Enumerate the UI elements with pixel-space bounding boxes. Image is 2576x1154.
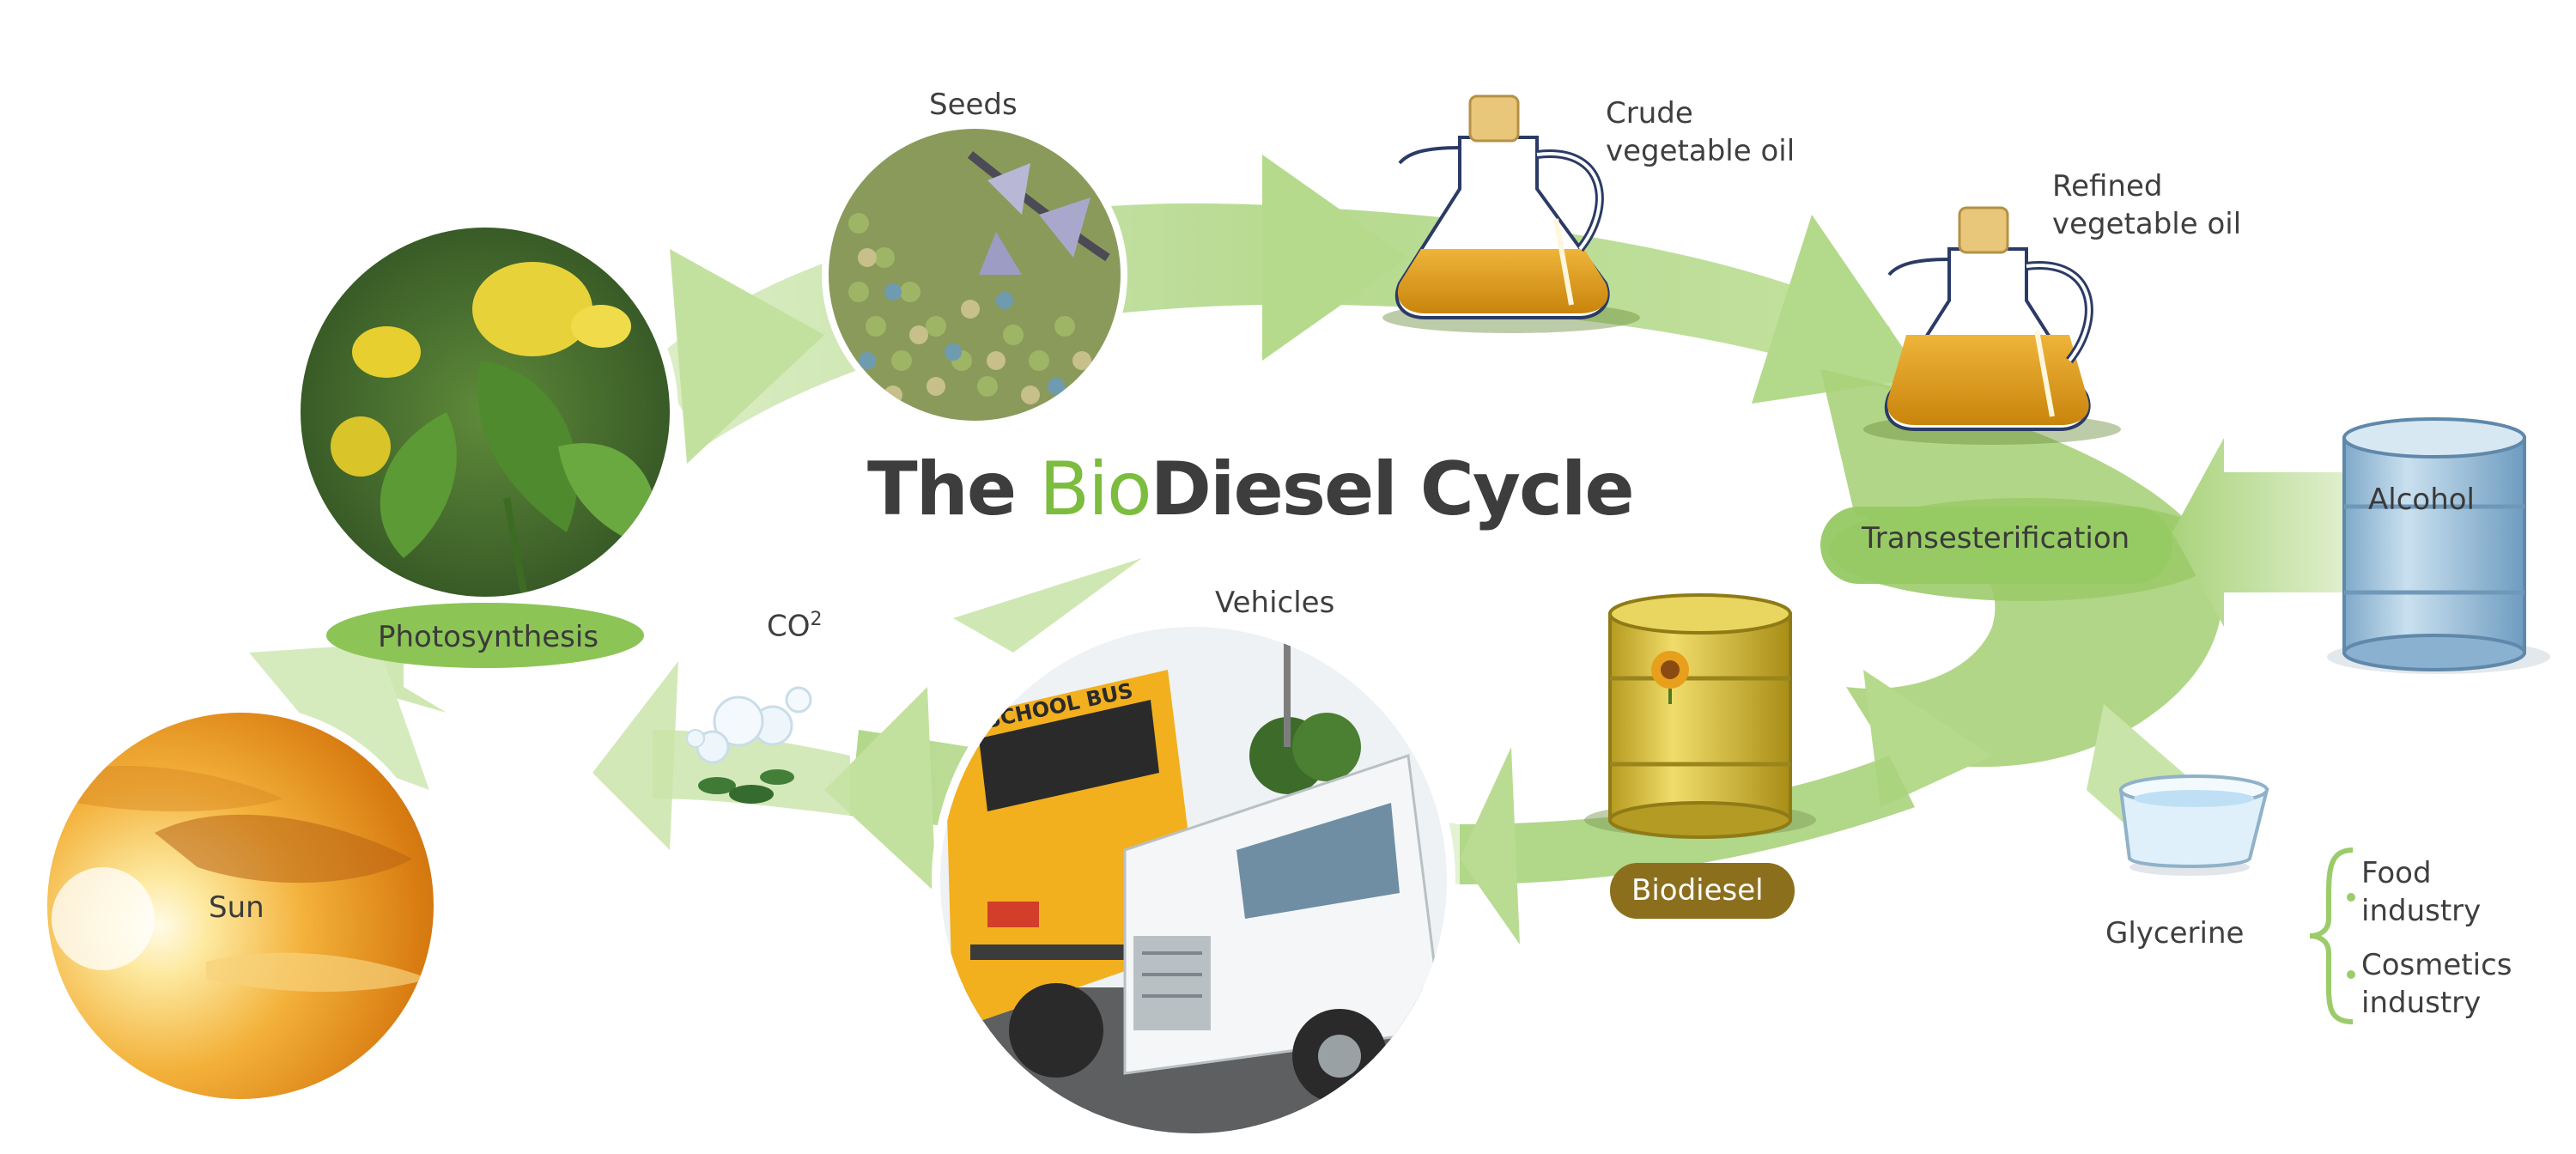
cosmetics-bullet xyxy=(2347,970,2355,979)
alcohol-barrel-icon xyxy=(2327,417,2550,674)
refined-oil-line2: vegetable oil xyxy=(2052,207,2242,241)
title-diesel: Diesel xyxy=(1150,446,1398,532)
seeds-label: Seeds xyxy=(929,88,1018,122)
title-bio: Bio xyxy=(1039,446,1152,532)
transesterification-pill xyxy=(1820,507,2172,584)
biodiesel-barrel-icon xyxy=(1584,593,1816,839)
biodiesel-label: Biodiesel xyxy=(1631,873,1764,908)
sun-label: Sun xyxy=(209,890,264,925)
transesterification-label: Transesterification xyxy=(1862,521,2130,556)
seeds-photo xyxy=(822,122,1127,428)
co2-base: CO xyxy=(767,609,811,644)
crude-oil-line1: Crude xyxy=(1606,96,1693,131)
diagram-title: The BioDiesel Cycle xyxy=(867,446,1635,532)
crude-oil-line2: vegetable oil xyxy=(1606,134,1795,168)
refined-oil-label: Refined vegetable oil xyxy=(2052,167,2241,243)
refined-oil-line1: Refined xyxy=(2052,169,2163,203)
glycerine-label: Glycerine xyxy=(2105,916,2245,951)
alcohol-label: Alcohol xyxy=(2368,483,2475,517)
glycerine-brace xyxy=(2309,847,2354,1024)
sun-photo xyxy=(39,704,442,1108)
cosmetics-industry-line2: industry xyxy=(2361,986,2482,1020)
sunflower-icon xyxy=(1651,651,1689,704)
refined-oil-jug-icon xyxy=(1863,206,2121,445)
food-industry-line2: industry xyxy=(2361,894,2482,928)
vehicles-label: Vehicles xyxy=(1215,586,1335,620)
co2-bubbles-icon xyxy=(686,686,812,804)
title-cycle: Cycle xyxy=(1395,446,1635,532)
plant-photo xyxy=(292,219,678,605)
title-the: The xyxy=(867,446,1040,532)
photosynthesis-pill xyxy=(326,603,644,668)
crude-oil-label: Crude vegetable oil xyxy=(1606,94,1795,170)
cosmetics-industry-label: Cosmetics industry xyxy=(2361,946,2512,1022)
crude-oil-jug-icon xyxy=(1382,94,1640,333)
vehicles-photo: SCHOOL BUS xyxy=(932,618,1455,1142)
glycerine-bowl-icon xyxy=(2118,774,2269,876)
cosmetics-industry-line1: Cosmetics xyxy=(2361,948,2512,982)
food-bullet xyxy=(2347,893,2355,902)
food-industry-line1: Food xyxy=(2361,856,2432,890)
photosynthesis-label: Photosynthesis xyxy=(378,620,599,654)
biodiesel-pill xyxy=(1610,863,1795,919)
co2-label: CO2 xyxy=(767,601,823,645)
co2-subscript: 2 xyxy=(810,609,823,630)
food-industry-label: Food industry xyxy=(2361,854,2481,930)
